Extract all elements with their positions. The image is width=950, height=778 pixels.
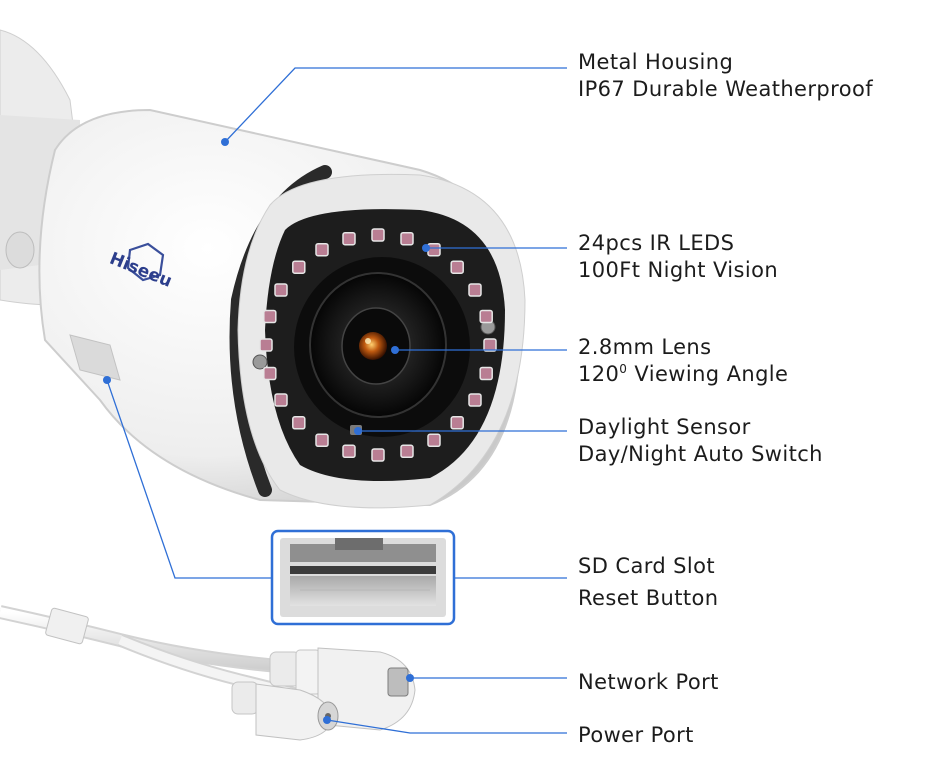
anchor-dot-sensor bbox=[354, 427, 362, 435]
ir-led bbox=[263, 309, 277, 324]
ir-led bbox=[274, 393, 288, 407]
ir-led bbox=[371, 448, 385, 462]
callout-network: Network Port bbox=[578, 669, 719, 696]
leader-lines bbox=[106, 67, 567, 734]
callout-power: Power Port bbox=[578, 722, 694, 749]
anchor-dot-sd-slot bbox=[103, 376, 111, 384]
callout-sensor: Daylight Sensor Day/Night Auto Switch bbox=[578, 414, 823, 468]
anchor-dot-housing bbox=[221, 138, 229, 146]
callout-sd-slot: SD Card Slot Reset Button bbox=[578, 550, 718, 614]
ir-led bbox=[483, 338, 497, 352]
callout-lens-title: 2.8mm Lens bbox=[578, 335, 712, 359]
ir-led bbox=[371, 228, 385, 242]
leader-line-housing bbox=[224, 67, 567, 143]
callout-ir-leds-title: 24pcs IR LEDS bbox=[578, 231, 735, 255]
ir-led bbox=[450, 416, 464, 430]
anchor-dot-power bbox=[323, 716, 331, 724]
anchor-dot-network bbox=[406, 674, 414, 682]
ir-led-ring bbox=[259, 228, 497, 462]
leader-line-sd-slot bbox=[106, 379, 272, 579]
ir-led bbox=[259, 338, 273, 352]
ir-led bbox=[400, 231, 414, 246]
callout-network-title: Network Port bbox=[578, 670, 719, 694]
ir-led bbox=[468, 283, 482, 297]
callout-housing-detail: IP67 Durable Weatherproof bbox=[578, 77, 874, 101]
ir-led bbox=[342, 231, 356, 246]
callout-housing: Metal Housing IP67 Durable Weatherproof bbox=[578, 49, 873, 103]
callout-lens: 2.8mm Lens 1200 Viewing Angle bbox=[578, 334, 788, 388]
ir-led bbox=[263, 366, 277, 381]
callout-sensor-detail: Day/Night Auto Switch bbox=[578, 442, 823, 466]
cable-assembly bbox=[0, 605, 416, 741]
ir-led bbox=[292, 416, 306, 430]
callout-sd-slot-detail: Reset Button bbox=[578, 586, 719, 610]
callout-lens-detail: 1200 Viewing Angle bbox=[578, 362, 789, 386]
leader-line-power bbox=[326, 719, 567, 734]
callout-ir-leds: 24pcs IR LEDS 100Ft Night Vision bbox=[578, 230, 778, 284]
lens-assembly bbox=[294, 257, 470, 437]
leader-dots bbox=[103, 138, 430, 724]
anchor-dot-lens bbox=[391, 346, 399, 354]
ir-led bbox=[315, 433, 329, 448]
ir-led bbox=[450, 260, 464, 274]
ir-led bbox=[479, 309, 493, 324]
ir-led bbox=[315, 242, 329, 257]
sd-card-slot-inset bbox=[270, 529, 456, 626]
ir-led bbox=[292, 260, 306, 274]
ir-led bbox=[427, 433, 441, 448]
ir-led bbox=[479, 366, 493, 381]
anchor-dot-ir-leds bbox=[422, 244, 430, 252]
ir-led bbox=[427, 242, 441, 257]
ir-led bbox=[400, 444, 414, 459]
ir-led bbox=[342, 444, 356, 459]
callout-sd-slot-title: SD Card Slot bbox=[578, 554, 716, 578]
callout-housing-title: Metal Housing bbox=[578, 50, 734, 74]
callout-ir-leds-detail: 100Ft Night Vision bbox=[578, 258, 779, 282]
callout-sensor-title: Daylight Sensor bbox=[578, 415, 751, 439]
callout-power-title: Power Port bbox=[578, 723, 694, 747]
ir-led bbox=[274, 283, 288, 297]
ir-led bbox=[468, 393, 482, 407]
